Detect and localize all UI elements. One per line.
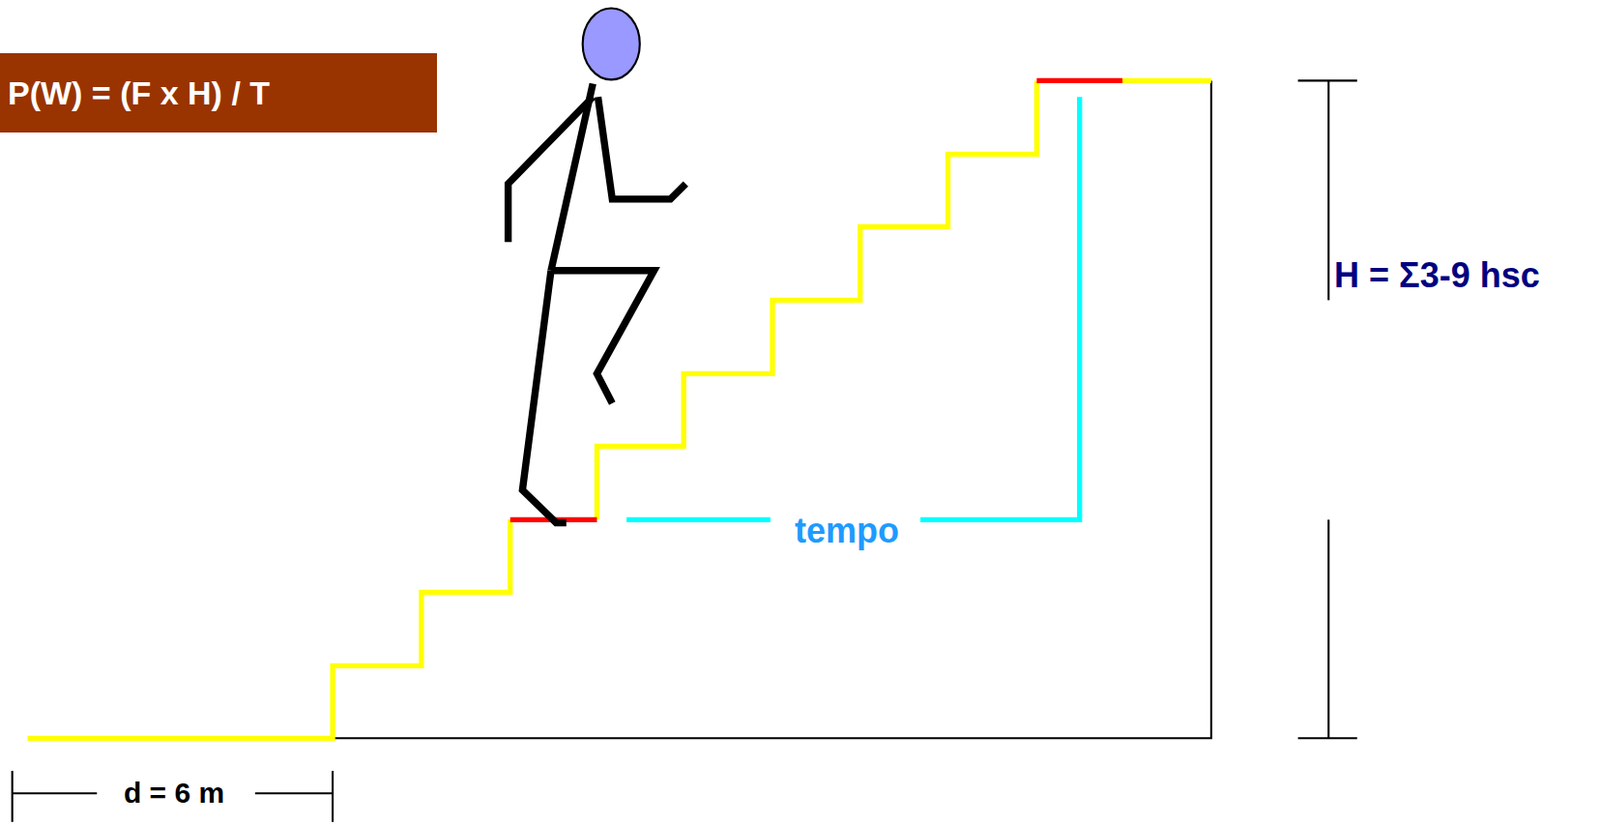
stair-steps: [27, 519, 510, 738]
stair-frame: [332, 80, 1212, 738]
formula-text: P(W) = (F x H) / T: [7, 74, 430, 113]
distance-label: d = 6 m: [123, 776, 225, 810]
formula-box: P(W) = (F x H) / T: [0, 53, 437, 133]
stair-outline: [332, 80, 1212, 738]
end-step-mark: [1036, 78, 1123, 84]
stair-steps: [596, 80, 1037, 520]
time-label: tempo: [794, 510, 900, 552]
stair-steps: [1122, 78, 1212, 84]
stick-figure: [508, 7, 687, 523]
distance-dimension: [12, 770, 333, 822]
time-line: [626, 96, 1080, 520]
height-dimension: [1298, 80, 1358, 738]
height-label: H = Σ3-9 hsc: [1334, 255, 1541, 296]
